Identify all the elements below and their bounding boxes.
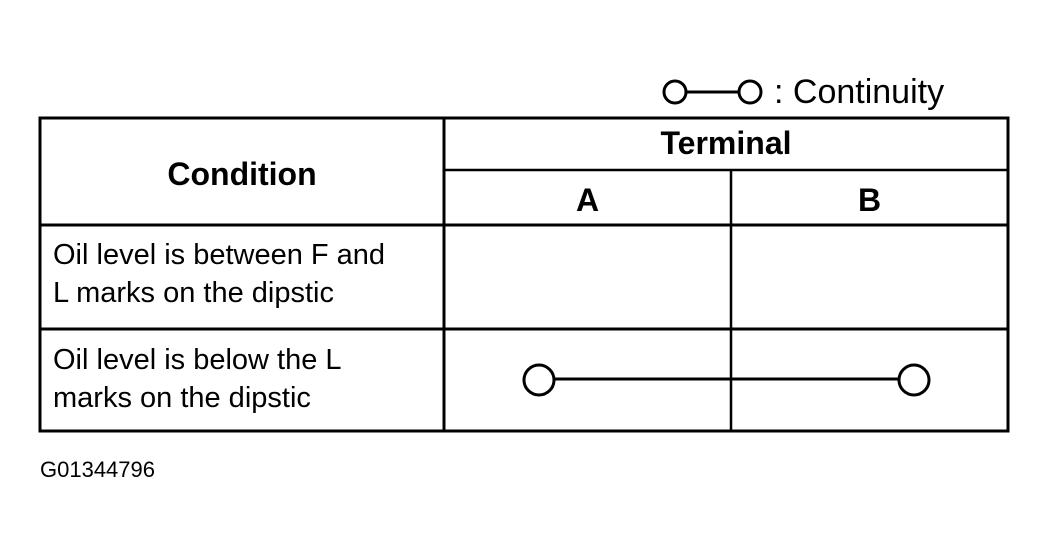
row-1-condition-line-2: L marks on the dipstic [53, 277, 334, 309]
terminal-a-circle [522, 363, 556, 397]
row-2-condition: Oil level is below the L marks on the di… [53, 341, 342, 417]
row-2-continuity-mark [522, 363, 931, 397]
row-2-condition-line-1: Oil level is below the L [53, 344, 342, 376]
terminal-header: Terminal [660, 125, 792, 161]
table-outer-border [38, 116, 1010, 433]
row-1-condition-line-1: Oil level is between F and [53, 239, 386, 271]
terminal-a-header: A [575, 182, 600, 218]
continuity-legend-label: : Continuity [774, 72, 945, 111]
row-1-condition: Oil level is between F and L marks on th… [53, 236, 385, 312]
terminal-b-circle [897, 363, 931, 397]
continuity-legend: : Continuity [660, 70, 944, 114]
continuity-symbol-icon [662, 79, 763, 105]
row-2-condition-line-2: marks on the dipstic [53, 382, 311, 414]
condition-header: Condition [167, 156, 317, 192]
terminal-b-header: B [857, 182, 882, 218]
figure-code: G01344796 [40, 457, 155, 482]
